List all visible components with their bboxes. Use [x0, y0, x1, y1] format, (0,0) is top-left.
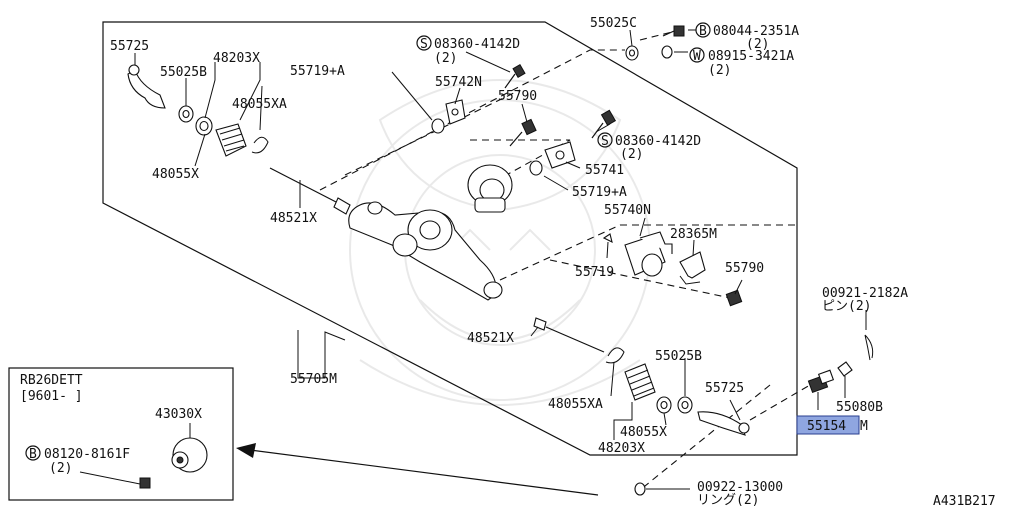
label-55719[interactable]: 55719 — [575, 265, 614, 280]
label-00921-sub: ピン(2) — [822, 299, 871, 314]
inset-box: RB26DETT [9601- ] 43030X B 08120-8161F (… — [8, 367, 234, 501]
badge-w-top: W — [689, 47, 705, 64]
inset-engine: RB26DETT — [20, 373, 83, 388]
actuator-body[interactable] — [467, 164, 513, 213]
bolt-08360-top[interactable] — [504, 63, 526, 89]
label-08120[interactable]: 08120-8161F — [44, 447, 130, 462]
bracket-28365m[interactable] — [679, 251, 706, 285]
nut-55080b[interactable] — [837, 361, 853, 377]
label-55025b-top[interactable]: 55025B — [160, 65, 207, 80]
solenoid-55740n[interactable] — [624, 231, 673, 277]
bushing-55025b-bottom[interactable] — [677, 396, 693, 414]
ring-00922[interactable] — [634, 482, 646, 496]
link-55725-bottom[interactable] — [697, 411, 750, 436]
inset-pointer-arrow — [236, 443, 599, 496]
label-08360-top-qty: (2) — [434, 51, 457, 66]
oring-55719a-mid[interactable] — [529, 160, 543, 176]
rod-48521x-bottom[interactable] — [533, 317, 605, 353]
label-55790-top[interactable]: 55790 — [498, 89, 537, 104]
label-00921[interactable]: 00921-2182A — [822, 286, 908, 301]
inset-date-range: [9601- ] — [20, 389, 83, 404]
bolt-08120[interactable] — [79, 471, 151, 489]
label-08360-top[interactable]: 08360-4142D — [434, 37, 520, 52]
diagram-id: A431B217 — [933, 494, 996, 509]
svg-text:55154: 55154 — [807, 419, 846, 434]
washer-08915[interactable] — [661, 45, 673, 59]
label-08120-qty: (2) — [49, 461, 72, 476]
label-08360-mid[interactable]: 08360-4142D — [615, 134, 701, 149]
oring-55719a-top[interactable] — [431, 118, 445, 134]
dashed-guides — [319, 29, 811, 491]
bolt-08044[interactable] — [662, 25, 685, 37]
svg-text:M: M — [860, 419, 868, 434]
label-48203x-top[interactable]: 48203X — [213, 51, 260, 66]
boot-48203x-top[interactable] — [215, 123, 247, 157]
label-55025c[interactable]: 55025C — [590, 16, 637, 31]
badge-s-top: S — [416, 35, 432, 52]
washer-55025c[interactable] — [625, 45, 639, 61]
label-55741[interactable]: 55741 — [585, 163, 624, 178]
clamp-48055x-bottom[interactable] — [656, 396, 672, 414]
svg-text:B: B — [29, 447, 37, 462]
housing-55705m[interactable] — [348, 201, 503, 301]
badge-b-top: B — [695, 22, 711, 39]
label-48055x-bottom[interactable]: 48055X — [620, 425, 667, 440]
label-55025b-bottom[interactable]: 55025B — [655, 349, 702, 364]
label-48055xa-top[interactable]: 48055XA — [232, 97, 287, 112]
label-55080b[interactable]: 55080B — [836, 400, 883, 415]
label-55790-mid[interactable]: 55790 — [725, 261, 764, 276]
label-55725-top[interactable]: 55725 — [110, 39, 149, 54]
pin-55719[interactable] — [602, 233, 613, 244]
svg-text:S: S — [420, 37, 428, 52]
bolt-55790-top[interactable] — [509, 118, 537, 147]
label-00922-sub: リング(2) — [697, 493, 759, 508]
link-55725-top[interactable] — [127, 64, 166, 109]
badge-b-inset: B — [25, 445, 41, 462]
label-55740n[interactable]: 55740N — [604, 203, 651, 218]
label-48055x-top[interactable]: 48055X — [152, 167, 199, 182]
label-08915[interactable]: 08915-3421A — [708, 49, 794, 64]
stud-55154m[interactable] — [807, 369, 835, 394]
svg-text:B: B — [699, 24, 707, 39]
label-28365m[interactable]: 28365M — [670, 227, 717, 242]
label-08915-qty: (2) — [708, 63, 731, 78]
label-08360-mid-qty: (2) — [620, 147, 643, 162]
label-55154m[interactable]: 55154 M — [796, 415, 868, 435]
label-55725-bottom[interactable]: 55725 — [705, 381, 744, 396]
ring-48055xa-bottom[interactable] — [605, 347, 625, 364]
pin-00921[interactable] — [864, 334, 874, 361]
boot-48203x-bottom[interactable] — [624, 363, 656, 401]
label-55742n[interactable]: 55742N — [435, 75, 482, 90]
rod-48521x-top[interactable] — [269, 167, 351, 215]
label-08044[interactable]: 08044-2351A — [713, 24, 799, 39]
bolt-55790-mid[interactable] — [725, 289, 743, 307]
label-08044-qty: (2) — [746, 37, 769, 52]
label-55719a-mid[interactable]: 55719+A — [572, 185, 627, 200]
label-55719a-top[interactable]: 55719+A — [290, 64, 345, 79]
bushing-55025b-top[interactable] — [178, 105, 194, 123]
bolt-08360-mid[interactable] — [591, 109, 617, 139]
label-00922[interactable]: 00922-13000 — [697, 480, 783, 495]
label-43030x[interactable]: 43030X — [155, 407, 202, 422]
label-48521x-top[interactable]: 48521X — [270, 211, 317, 226]
assembly-outline — [102, 21, 798, 456]
svg-text:W: W — [693, 49, 701, 64]
label-48055xa-bottom[interactable]: 48055XA — [548, 397, 603, 412]
ring-48055xa-top[interactable] — [251, 136, 269, 154]
gasket-55741[interactable] — [544, 141, 576, 169]
svg-text:S: S — [601, 134, 609, 149]
part-43030x[interactable] — [171, 437, 208, 473]
clamp-48055x-top[interactable] — [195, 116, 213, 136]
label-48521x-bottom[interactable]: 48521X — [467, 331, 514, 346]
label-55705m[interactable]: 55705M — [290, 372, 337, 387]
badge-s-mid: S — [597, 132, 613, 149]
leader-lines — [134, 29, 867, 490]
callout-labels: 55725 55025B 48203X 48055XA 48055X 48521… — [110, 16, 996, 509]
gasket-55742n[interactable] — [445, 99, 466, 125]
label-48203x-bottom[interactable]: 48203X — [598, 441, 645, 456]
